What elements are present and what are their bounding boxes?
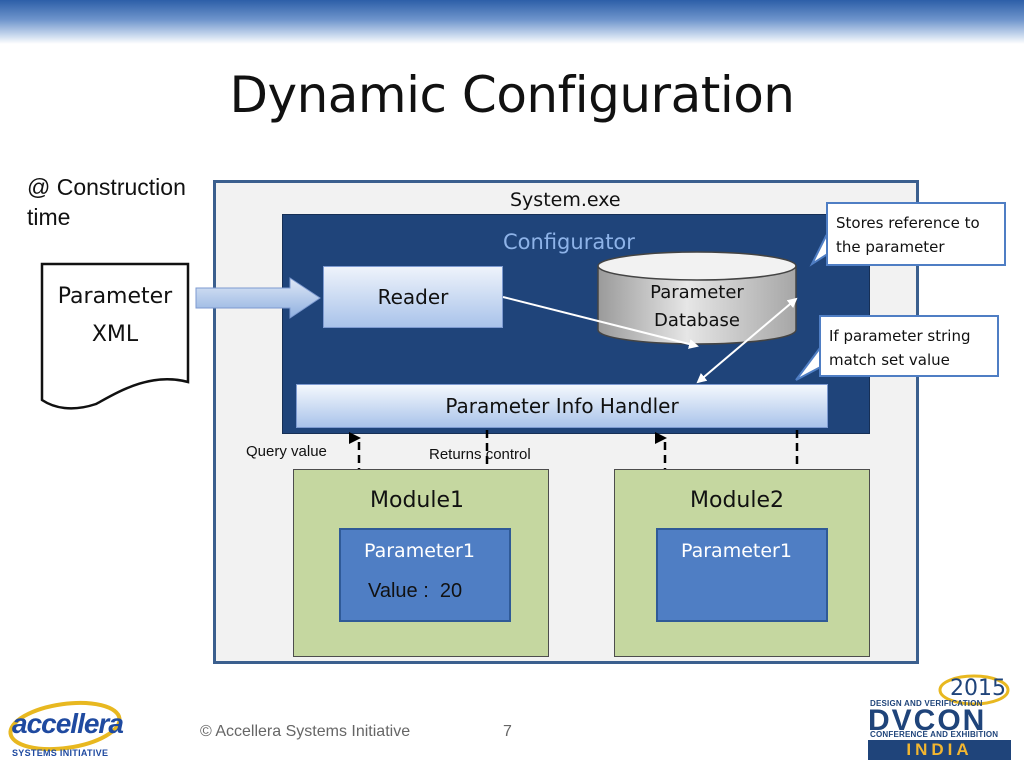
module2-parameter-label: Parameter1 [681,540,792,562]
reader-label: Reader [377,285,449,309]
xml-to-reader-arrow [195,277,321,319]
slide-title: Dynamic Configuration [229,66,796,124]
returns-control-label: Returns control [429,446,531,463]
dvcon-region: INDIA [868,740,1011,760]
parameter-xml-line2: XML [91,322,139,347]
callout-match-set-value: If parameter string match set value [819,315,999,377]
parameter-info-handler-box: Parameter Info Handler [296,384,828,428]
module2-label: Module2 [690,488,784,513]
parameter-xml-label: Parameter XML [44,278,186,354]
configurator-label: Configurator [503,230,635,254]
top-gradient-bar [0,0,1024,44]
module1-parameter-box [339,528,511,622]
module1-label: Module1 [370,488,464,513]
system-exe-label: System.exe [510,189,621,211]
query-value-label: Query value [246,443,327,460]
dvcon-wordmark: DVCON [868,704,987,737]
module1-parameter-value: Value : 20 [368,580,463,602]
footer-copyright: © Accellera Systems Initiative [200,723,411,740]
reader-to-database-arrow [502,296,699,349]
callout-stores-reference: Stores reference to the parameter [826,202,1006,266]
dvcon-logo [938,674,1010,706]
reader-box: Reader [323,266,503,328]
database-label: Parameter Database [598,279,796,335]
accellera-logo [8,700,122,752]
module1-parameter-label: Parameter1 [364,540,475,562]
parameter-xml-line1: Parameter [57,284,173,309]
database-label-line2: Database [654,310,740,331]
accellera-subtitle: SYSTEMS INITIATIVE [12,748,109,758]
database-label-line1: Parameter [650,282,744,303]
accellera-wordmark: accellera [12,708,124,739]
database-handler-arrow [696,297,798,384]
dvcon-tagline-bottom: CONFERENCE AND EXHIBITION [870,730,999,739]
page-number: 7 [503,723,512,740]
parameter-info-handler-label: Parameter Info Handler [445,394,679,418]
parameter-xml-document [40,262,190,410]
construction-time-note: @ Construction time [27,174,186,230]
dvcon-tagline-top: DESIGN AND VERIFICATION [870,699,983,708]
dvcon-year: 2015 [950,676,1006,701]
module2-parameter-box [656,528,828,622]
